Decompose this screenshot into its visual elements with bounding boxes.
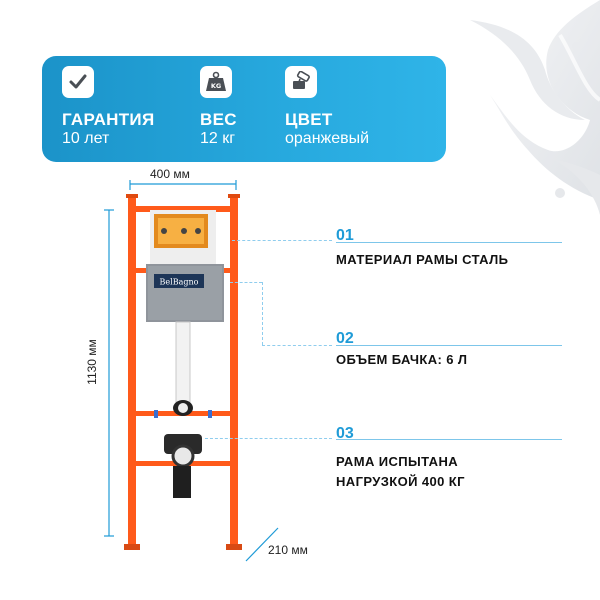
callout-connector-02 <box>230 282 262 283</box>
feature-value: 10 лет <box>62 130 110 147</box>
feature-value: 12 кг <box>200 130 236 147</box>
feature-color: ЦВЕТ оранжевый <box>285 66 369 148</box>
features-banner: ГАРАНТИЯ 10 лет KG ВЕС 12 кг ЦВЕТ оранже… <box>42 56 446 162</box>
callout-underline <box>336 345 562 346</box>
feature-title: ГАРАНТИЯ <box>62 110 155 129</box>
callout-connector-03 <box>205 438 332 439</box>
height-dimension-line <box>104 209 114 537</box>
callout-connector-02-vertical <box>262 282 263 345</box>
callout-label: МАТЕРИАЛ РАМЫ СТАЛЬ <box>336 252 509 267</box>
callout-number: 01 <box>336 227 354 244</box>
callout-connector-01 <box>232 240 332 241</box>
callout-number: 03 <box>336 425 354 442</box>
feature-value: оранжевый <box>285 130 370 147</box>
width-dimension-label: 400 мм <box>150 167 190 181</box>
callout-underline <box>336 242 562 243</box>
feature-title: ВЕС <box>200 110 237 129</box>
feature-title: ЦВЕТ <box>285 110 333 129</box>
callout-label: ОБЪЕМ БАЧКА: 6 Л <box>336 352 468 367</box>
brand-logo-text: BelBagno <box>160 278 199 287</box>
callout-connector-02-end <box>262 345 332 346</box>
checkmark-icon <box>62 66 94 98</box>
weight-badge-text: KG <box>211 82 221 90</box>
depth-dimension-label: 210 мм <box>268 543 308 557</box>
callout-number: 02 <box>336 330 354 347</box>
weight-kg-icon: KG <box>200 66 232 98</box>
feature-warranty: ГАРАНТИЯ 10 лет <box>62 66 154 148</box>
callout-underline <box>336 439 562 440</box>
height-dimension-label: 1130 мм <box>85 339 99 385</box>
callout-label: РАМА ИСПЫТАНА <box>336 454 459 469</box>
feature-weight: KG ВЕС 12 кг <box>200 66 237 148</box>
depth-dimension-line <box>245 527 279 562</box>
callout-label: НАГРУЗКОЙ 400 КГ <box>336 474 465 489</box>
width-dimension-line <box>129 180 237 190</box>
installation-frame-image: BelBagno <box>124 194 242 550</box>
paint-roller-icon <box>285 66 317 98</box>
